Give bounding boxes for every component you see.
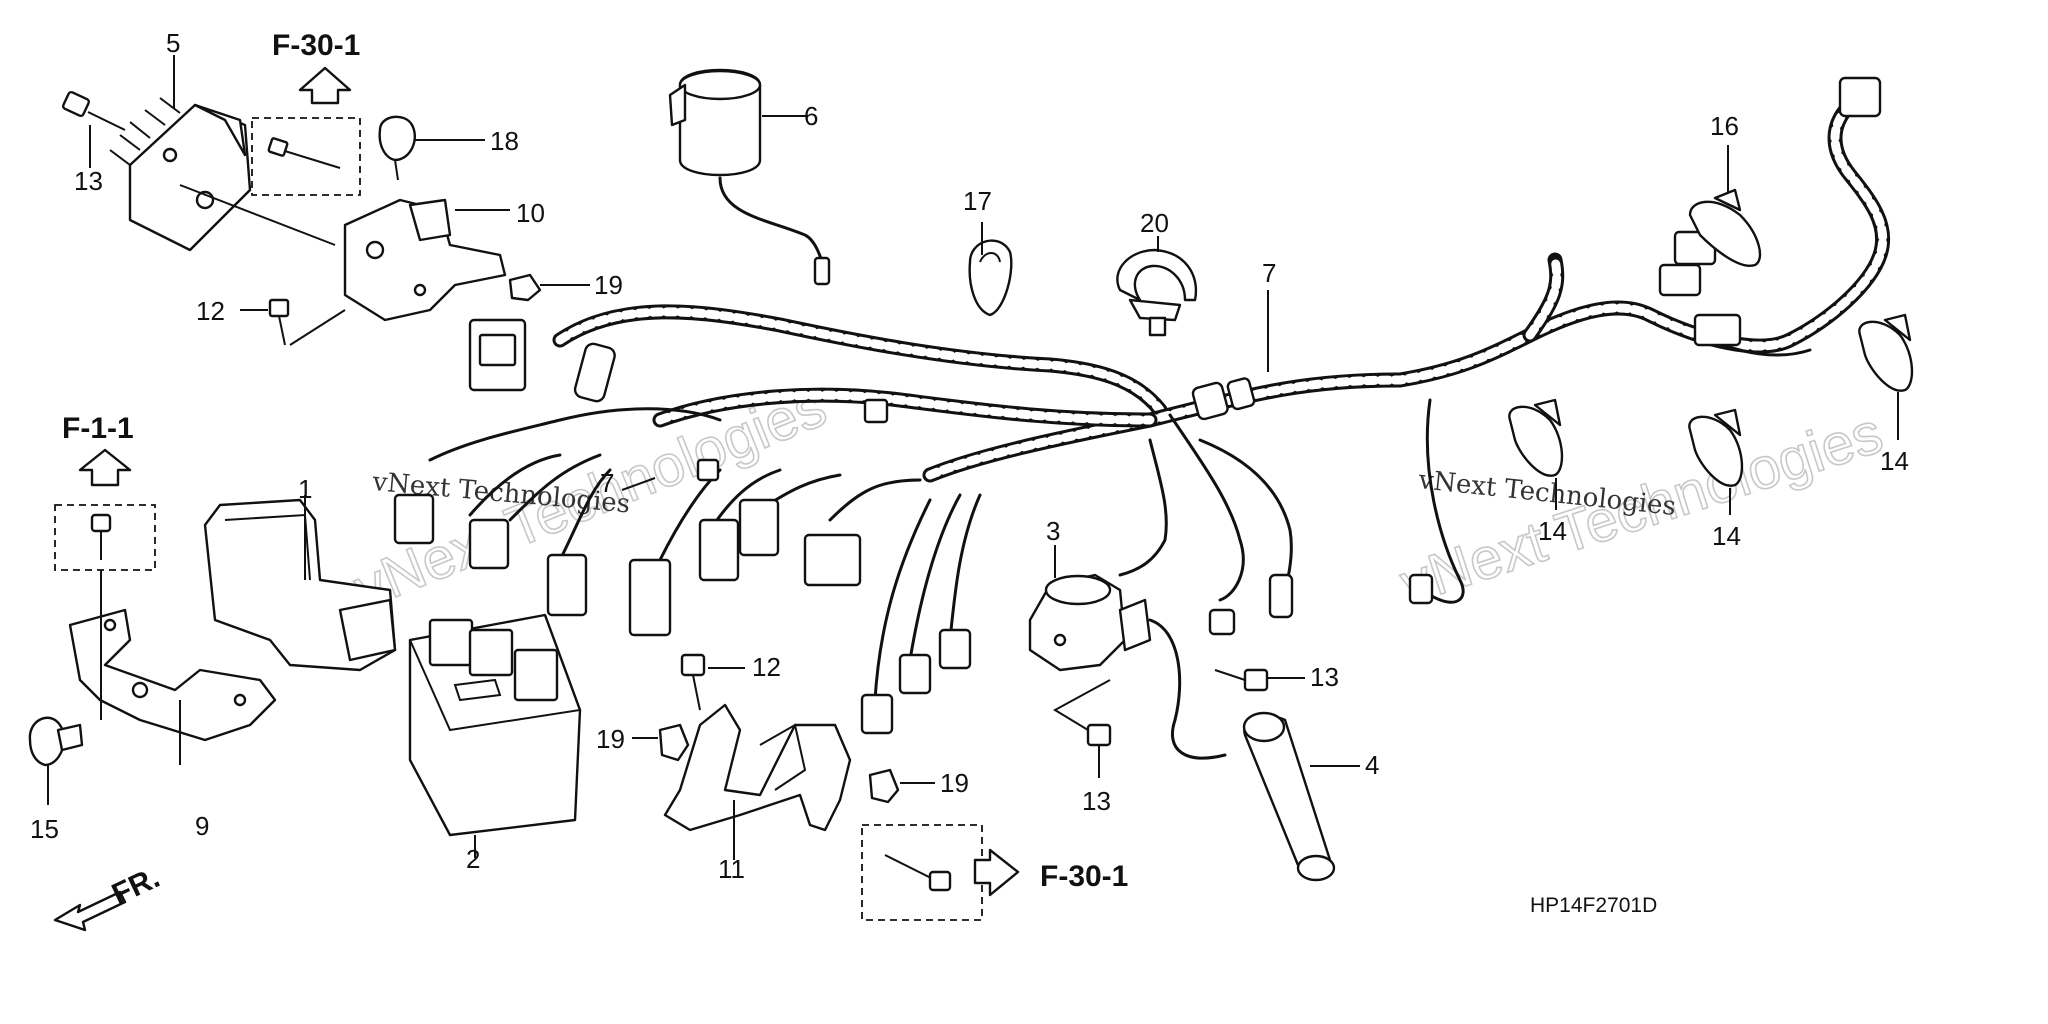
diagram-code: HP14F2701D [1530,894,1657,917]
harness-connectors [393,318,972,735]
callout-20: 20 [1140,208,1169,238]
ref-block-bottom [861,824,1020,921]
part-19-clip-top [508,273,590,302]
part-19-clip-left [632,723,690,762]
part-13-bolt-relay-right [1214,668,1305,692]
part-5-regulator-rectifier [109,97,252,252]
callout-19-left: 19 [596,724,625,754]
ref-block-left [54,448,156,571]
part-16-band [1688,145,1762,267]
callout-2: 2 [466,844,480,874]
part-20-clamp [1116,236,1198,337]
part-17-grommet [968,222,1013,317]
callout-7-main: 7 [1262,258,1276,288]
callout-13-top-left: 13 [74,166,103,196]
ref-label-f-1-1: F-1-1 [62,412,134,445]
callout-11: 11 [718,854,745,884]
callout-1: 1 [298,474,312,504]
ref-label-f-30-1-bottom: F-30-1 [1040,860,1128,893]
part-4-grip [1242,711,1360,882]
callout-14-right: 14 [1880,446,1909,476]
harness-right-branches [1118,76,1882,636]
part-14-band-center [1508,398,1564,510]
callout-12-left: 12 [196,296,225,326]
part-13-bolt-relay-bottom [1052,679,1112,778]
part-1-box-cover [203,495,397,672]
callout-14-mid: 14 [1712,521,1741,551]
part-10-bracket [179,184,507,322]
callout-9: 9 [195,811,209,841]
callout-13-relay-bottom: 13 [1082,786,1111,816]
ref-block-top-left [251,66,361,196]
callout-16: 16 [1710,111,1739,141]
part-12-bolt-center [680,653,745,711]
ref-label-f-30-1-top: F-30-1 [272,29,360,62]
part-11-bracket [663,703,852,860]
part-2-control-module [408,613,582,858]
part-15-clamp [28,716,84,805]
part-13-bolt-left [62,90,126,131]
part-3-starter-relay [1028,545,1227,760]
callout-12-center: 12 [752,652,781,682]
callout-18: 18 [490,126,519,156]
callout-6: 6 [804,101,818,131]
callout-19-right: 19 [940,768,969,798]
callout-17: 17 [963,186,992,216]
callout-4: 4 [1365,750,1379,780]
front-arrow [53,890,127,932]
part-12-bolt-left [240,298,346,346]
callout-15: 15 [30,814,59,844]
callout-10: 10 [516,198,545,228]
part-7-main-harness [552,97,1891,483]
part-9-stay [68,570,277,765]
callout-7-left: 7 [600,468,614,498]
callout-3: 3 [1046,516,1060,546]
part-6-capacitor [668,68,831,286]
part-18-clamp [378,115,485,181]
callout-13-relay-right: 13 [1310,662,1339,692]
callout-14-center: 14 [1538,516,1567,546]
callout-19-top: 19 [594,270,623,300]
part-14-band-mid [1688,408,1744,515]
callout-5: 5 [166,28,180,58]
part-14-band-right [1858,313,1914,440]
part-19-clip-right [868,768,935,804]
